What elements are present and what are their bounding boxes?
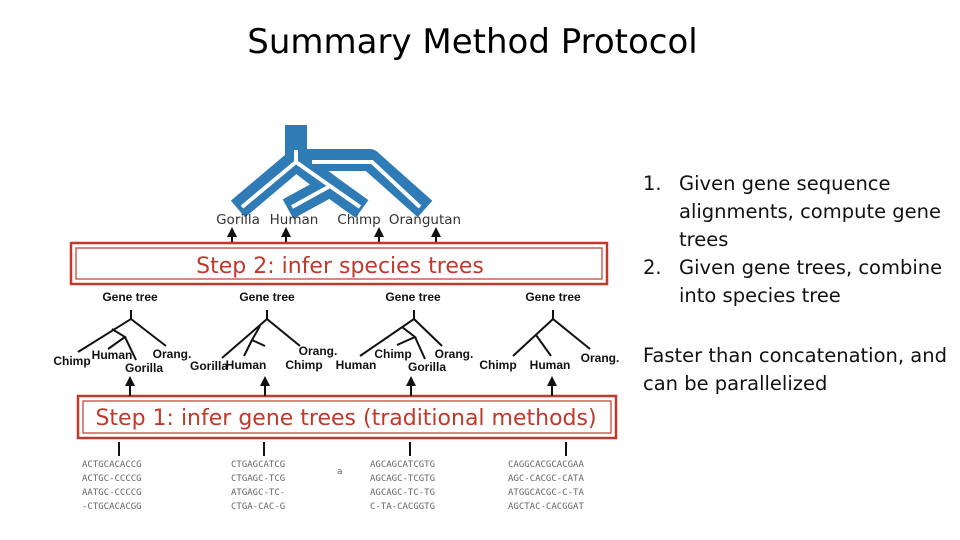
species-leaf-label: Human [270,212,319,228]
gene-leaf-label: Chimp [374,347,411,361]
gene-tree-2: Gene tree Gorilla Human Chimp Orang. [190,290,337,373]
gene-tree-4: Gene tree Chimp Human Orang. [479,290,619,372]
species-leaf-label: Orangutan [389,212,461,228]
species-tree-branches [230,125,433,219]
species-leaf-label: Gorilla [216,212,260,228]
alignment-1: ACTGCACACCG ACTGC-CCCCG AATGC-CCCCG -CTG… [82,460,142,512]
gene-leaf-label: Human [226,358,267,372]
slide-title: Summary Method Protocol [247,22,698,62]
gene-leaf-label: Orang. [299,344,338,358]
gene-leaf-label: Chimp [285,358,322,372]
protocol-step: 2. Given gene trees, combine into specie… [643,254,948,310]
alignment-row: AGCTAC-CACGGAT [508,502,584,512]
step2-frame: Step 2: infer species trees [69,241,609,286]
gene-leaf-label: Human [336,358,377,372]
alignment-row: CAGGCACGCACGAA [508,460,584,470]
gene-tree-title: Gene tree [239,290,295,304]
gene-leaf-label: Gorilla [408,360,446,374]
alignment-row: ATGAGC-TC- [231,488,285,498]
gene-tree-3: Gene tree Human Chimp Gorilla Orang. [336,290,474,374]
gene-tree-title: Gene tree [385,290,441,304]
gene-tree-1: Gene tree Chimp Human Gorilla Orang. [53,290,191,375]
alignment-row: AGC-CACGC-CATA [508,474,584,484]
step-number: 1. [643,172,662,195]
step1-label: Step 1: infer gene trees (traditional me… [95,406,596,431]
panel-marker: a [337,467,343,477]
gene-leaf-label: Chimp [479,358,516,372]
alignment-row: AGCAGC-TC-TG [370,488,435,498]
alignment-row: CTGAGC-TCG [231,474,285,484]
gene-leaf-label: Chimp [53,354,90,368]
method-diagram: Gorilla Human Chimp Orangutan Step 2: in… [53,125,619,512]
alignment-row: CTGA-CAC-G [231,502,285,512]
step2-label: Step 2: infer species trees [196,254,484,279]
protocol-step: 1. Given gene sequence alignments, compu… [643,170,948,254]
alignment-row: C-TA-CACGGTG [370,502,435,512]
species-leaf-label: Chimp [337,212,380,228]
alignment-row: AGCAGCATCGTG [370,460,435,470]
step1-arrows [125,376,557,396]
gene-leaf-label: Human [92,348,133,362]
gene-leaf-label: Orang. [435,347,474,361]
alignment-row: ACTGCACACCG [82,460,142,470]
gene-leaf-label: Human [530,358,571,372]
alignment-row: AATGC-CCCCG [82,488,142,498]
alignment-row: CTGAGCATCG [231,460,285,470]
alignment-4: CAGGCACGCACGAA AGC-CACGC-CATA ATGGCACGC-… [508,460,584,512]
species-tree: Gorilla Human Chimp Orangutan [216,125,461,228]
step-text: Given gene sequence alignments, compute … [679,172,942,251]
gene-tree-title: Gene tree [525,290,581,304]
summary-note: Faster than concatenation, and can be pa… [643,344,947,395]
alignment-row: AGCAGC-TCGTG [370,474,435,484]
step-text: Given gene trees, combine into species t… [679,256,943,307]
gene-leaf-label: Gorilla [125,361,163,375]
gene-tree-title: Gene tree [102,290,158,304]
gene-leaf-label: Gorilla [190,359,228,373]
species-tree-inner-lines [240,150,422,209]
alignment-row: ATGGCACGC-C-TA [508,488,584,498]
step-number: 2. [643,256,662,279]
alignment-arrows [118,442,567,456]
step1-frame: Step 1: infer gene trees (traditional me… [76,394,618,440]
alignment-row: -CTGCACACGG [82,502,142,512]
gene-leaf-label: Orang. [581,351,620,365]
alignment-2: CTGAGCATCG CTGAGC-TCG ATGAGC-TC- CTGA-CA… [231,460,285,512]
gene-leaf-label: Orang. [153,347,192,361]
alignment-3: AGCAGCATCGTG AGCAGC-TCGTG AGCAGC-TC-TG C… [370,460,435,512]
alignment-row: ACTGC-CCCCG [82,474,142,484]
protocol-steps: 1. Given gene sequence alignments, compu… [643,170,948,310]
